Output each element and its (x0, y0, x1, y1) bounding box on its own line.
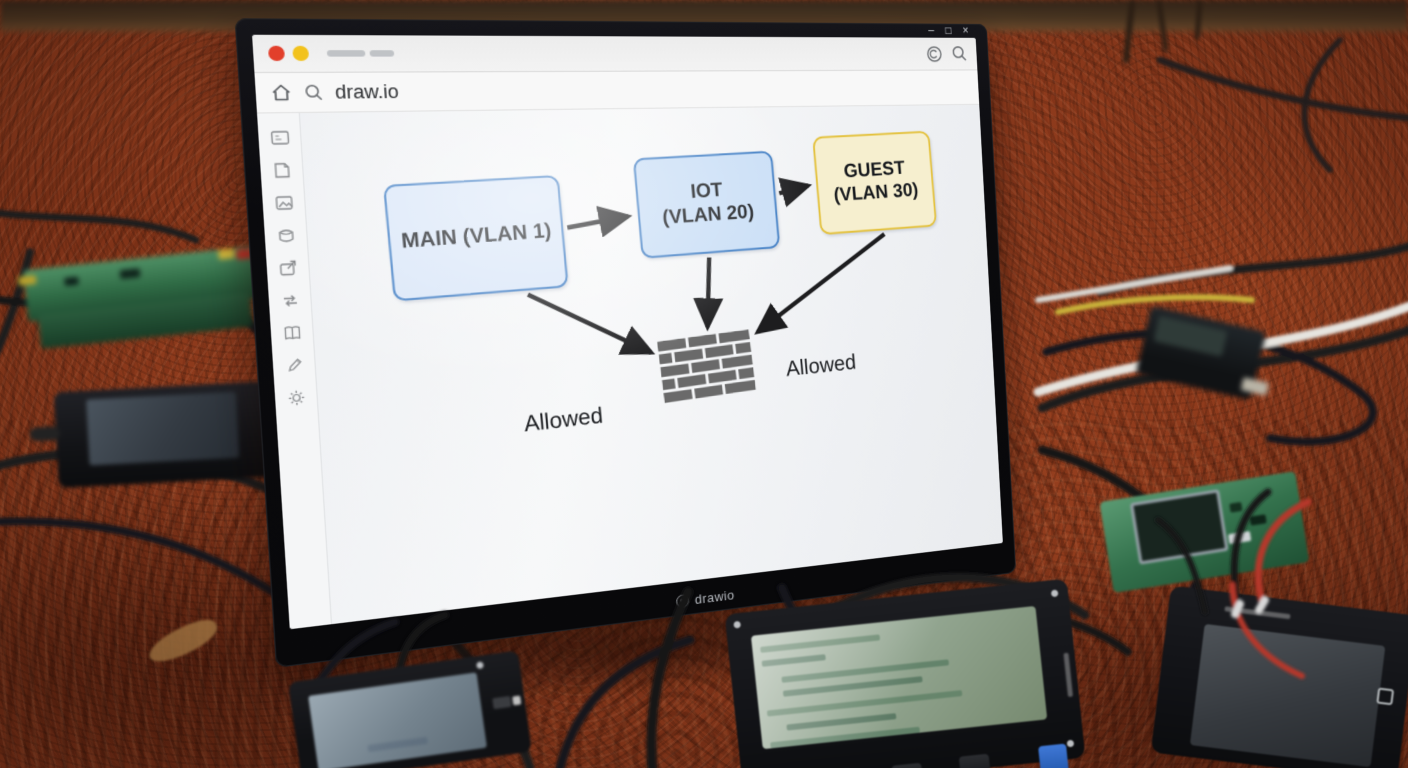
monitor: – □ × (235, 18, 1017, 668)
diagram-canvas[interactable]: MAIN (VLAN 1) IOT (VLAN 20) GUEST (VLAN … (300, 105, 1003, 624)
browser-window: draw.io (252, 35, 1003, 630)
